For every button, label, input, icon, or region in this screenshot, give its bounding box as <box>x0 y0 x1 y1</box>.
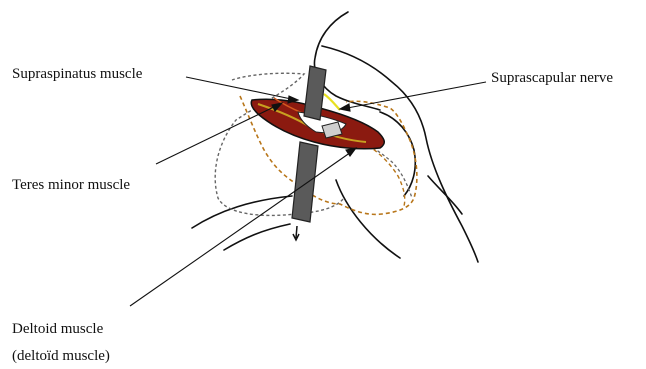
label-suprascapular-nerve: Suprascapular nerve <box>491 69 613 87</box>
arm-lower-outline <box>336 180 400 258</box>
label-deltoid-muscle: Deltoid muscle <box>12 320 103 338</box>
label-deltoid-muscle-alt: (deltoïd muscle) <box>12 347 110 365</box>
arm-back-outline <box>380 112 415 196</box>
arrowhead-suprascapular <box>340 104 350 111</box>
label-supraspinatus-muscle: Supraspinatus muscle <box>12 65 142 83</box>
traction-arrow-icon <box>293 226 299 240</box>
back-outline-2 <box>224 224 290 250</box>
shoulder-top-outline <box>322 46 478 262</box>
arm-right-outline <box>428 176 462 214</box>
retractor-lower-blade <box>292 142 318 222</box>
leader-deltoid <box>130 150 354 306</box>
leader-suprascapular <box>342 82 486 109</box>
label-teres-minor-muscle: Teres minor muscle <box>12 176 130 194</box>
